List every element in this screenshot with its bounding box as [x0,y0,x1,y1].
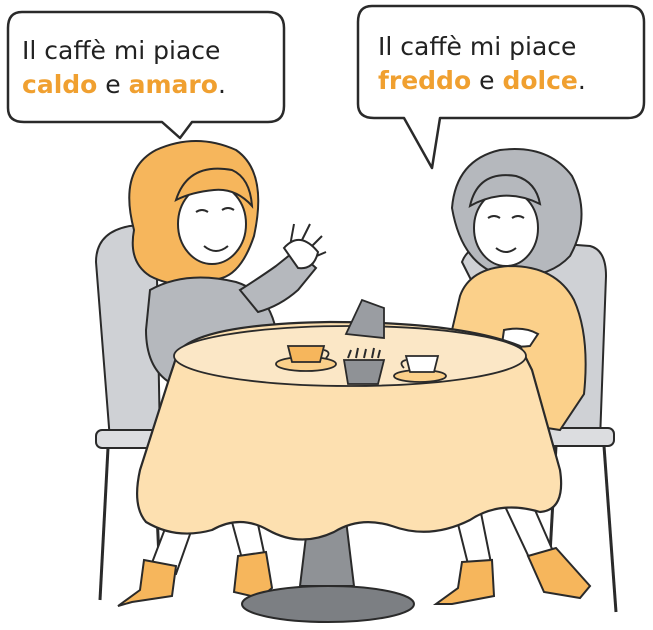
conjunction-left: e [105,70,121,99]
period-right: . [577,66,586,95]
speech-line2-right: freddo e dolce. [378,64,586,98]
napkin-holder [344,298,385,339]
speech-line2-left: caldo e amaro. [22,68,226,102]
speech-line1-left: Il caffè mi piace [22,36,221,65]
keyword-dolce: dolce [502,66,578,95]
woman-right [432,148,592,605]
keyword-caldo: caldo [22,70,98,99]
coffee-cup-left [275,345,337,372]
coffee-cup-right [393,355,447,383]
keyword-freddo: freddo [378,66,472,95]
conjunction-right: e [479,66,495,95]
speech-text-right: Il caffè mi piace freddo e dolce. [378,30,586,98]
keyword-amaro: amaro [128,70,218,99]
chair-left [94,222,167,601]
speech-bubble-left [6,10,286,140]
speech-bubble-right [356,4,646,170]
period-left: . [217,70,226,99]
sugar-holder [342,347,386,385]
speech-line1-right: Il caffè mi piace [378,32,577,61]
speech-text-left: Il caffè mi piace caldo e amaro. [22,34,226,102]
